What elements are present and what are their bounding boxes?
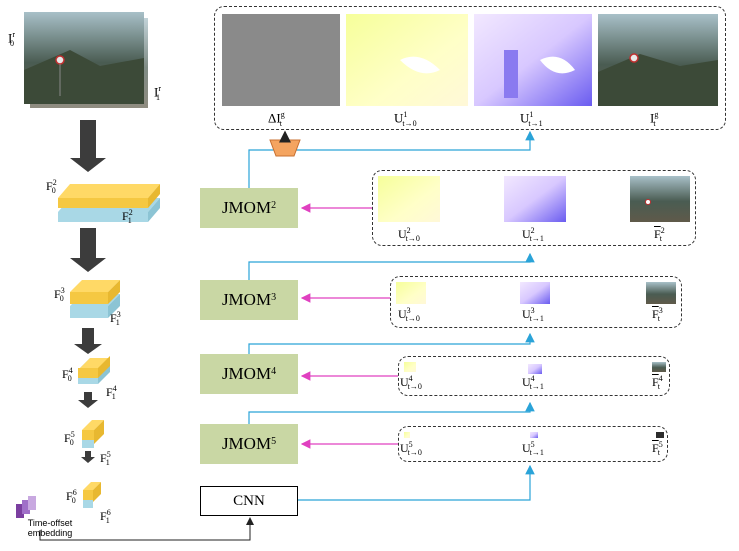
top-flow1-label: U1t→1 xyxy=(520,110,543,128)
level3-output-box xyxy=(390,276,682,328)
input-frame1-label: Ir1 xyxy=(154,84,162,102)
feature-f1-label-6: F61 xyxy=(100,508,111,526)
level2-flow0-label: U2t→0 xyxy=(398,226,420,244)
level3-flow1-label: U3t→1 xyxy=(522,306,544,324)
feature-f1-label-3: F31 xyxy=(110,310,121,328)
level2-flow1-label: U2t→1 xyxy=(522,226,544,244)
level2-feature-label: F2t xyxy=(654,226,665,244)
feature-slab-6 xyxy=(83,482,101,508)
feature-f0-label-4: F40 xyxy=(62,366,73,384)
level5-flow1-label: U5t→1 xyxy=(522,440,544,458)
feature-slab-3 xyxy=(70,280,120,318)
time-embedding-icon xyxy=(16,496,36,518)
cnn-block: CNN xyxy=(200,486,298,516)
level5-feature-label: F5t xyxy=(652,440,663,458)
top-flow0-label: U1t→0 xyxy=(394,110,417,128)
level3-images xyxy=(396,282,676,304)
level3-feature-label: F3t xyxy=(652,306,663,324)
feature-f1-label-4: F41 xyxy=(106,384,117,402)
feature-slab-2 xyxy=(58,184,160,222)
feature-f1-label-5: F51 xyxy=(100,450,111,468)
top-frame-label: Igt xyxy=(650,110,659,128)
time-embedding-label: Time-offset embedding xyxy=(27,518,73,538)
feature-f0-label-2: F20 xyxy=(46,178,57,196)
feature-slab-4 xyxy=(78,356,110,384)
level5-flow0-label: U5t→0 xyxy=(400,440,422,458)
level2-output-box xyxy=(372,170,696,246)
feature-f0-label-3: F30 xyxy=(54,286,65,304)
blue-connectors xyxy=(248,130,535,501)
top-output-box xyxy=(214,6,726,130)
level5-output-box xyxy=(398,426,668,462)
level3-flow0-label: U3t→0 xyxy=(398,306,420,324)
feature-slab-5 xyxy=(82,420,104,448)
input-frame0-label: Ir0 xyxy=(8,30,16,48)
delta-decoder xyxy=(269,130,301,157)
embed-to-cnn-line xyxy=(39,517,254,541)
delta-label: ΔIgt xyxy=(268,110,285,128)
top-output-images xyxy=(222,14,718,106)
input-frames xyxy=(24,12,148,108)
level4-output-box xyxy=(398,356,670,396)
feature-f0-label-6: F60 xyxy=(66,488,77,506)
feature-f1-label-2: F21 xyxy=(122,208,133,226)
down-arrows xyxy=(70,120,106,463)
level4-flow1-label: U4t→1 xyxy=(522,374,544,392)
level4-flow0-label: U4t→0 xyxy=(400,374,422,392)
level4-feature-label: F4t xyxy=(652,374,663,392)
feature-f0-label-5: F50 xyxy=(64,430,75,448)
level2-images xyxy=(378,176,690,222)
level4-images xyxy=(404,362,666,374)
pink-arrows xyxy=(300,203,398,449)
